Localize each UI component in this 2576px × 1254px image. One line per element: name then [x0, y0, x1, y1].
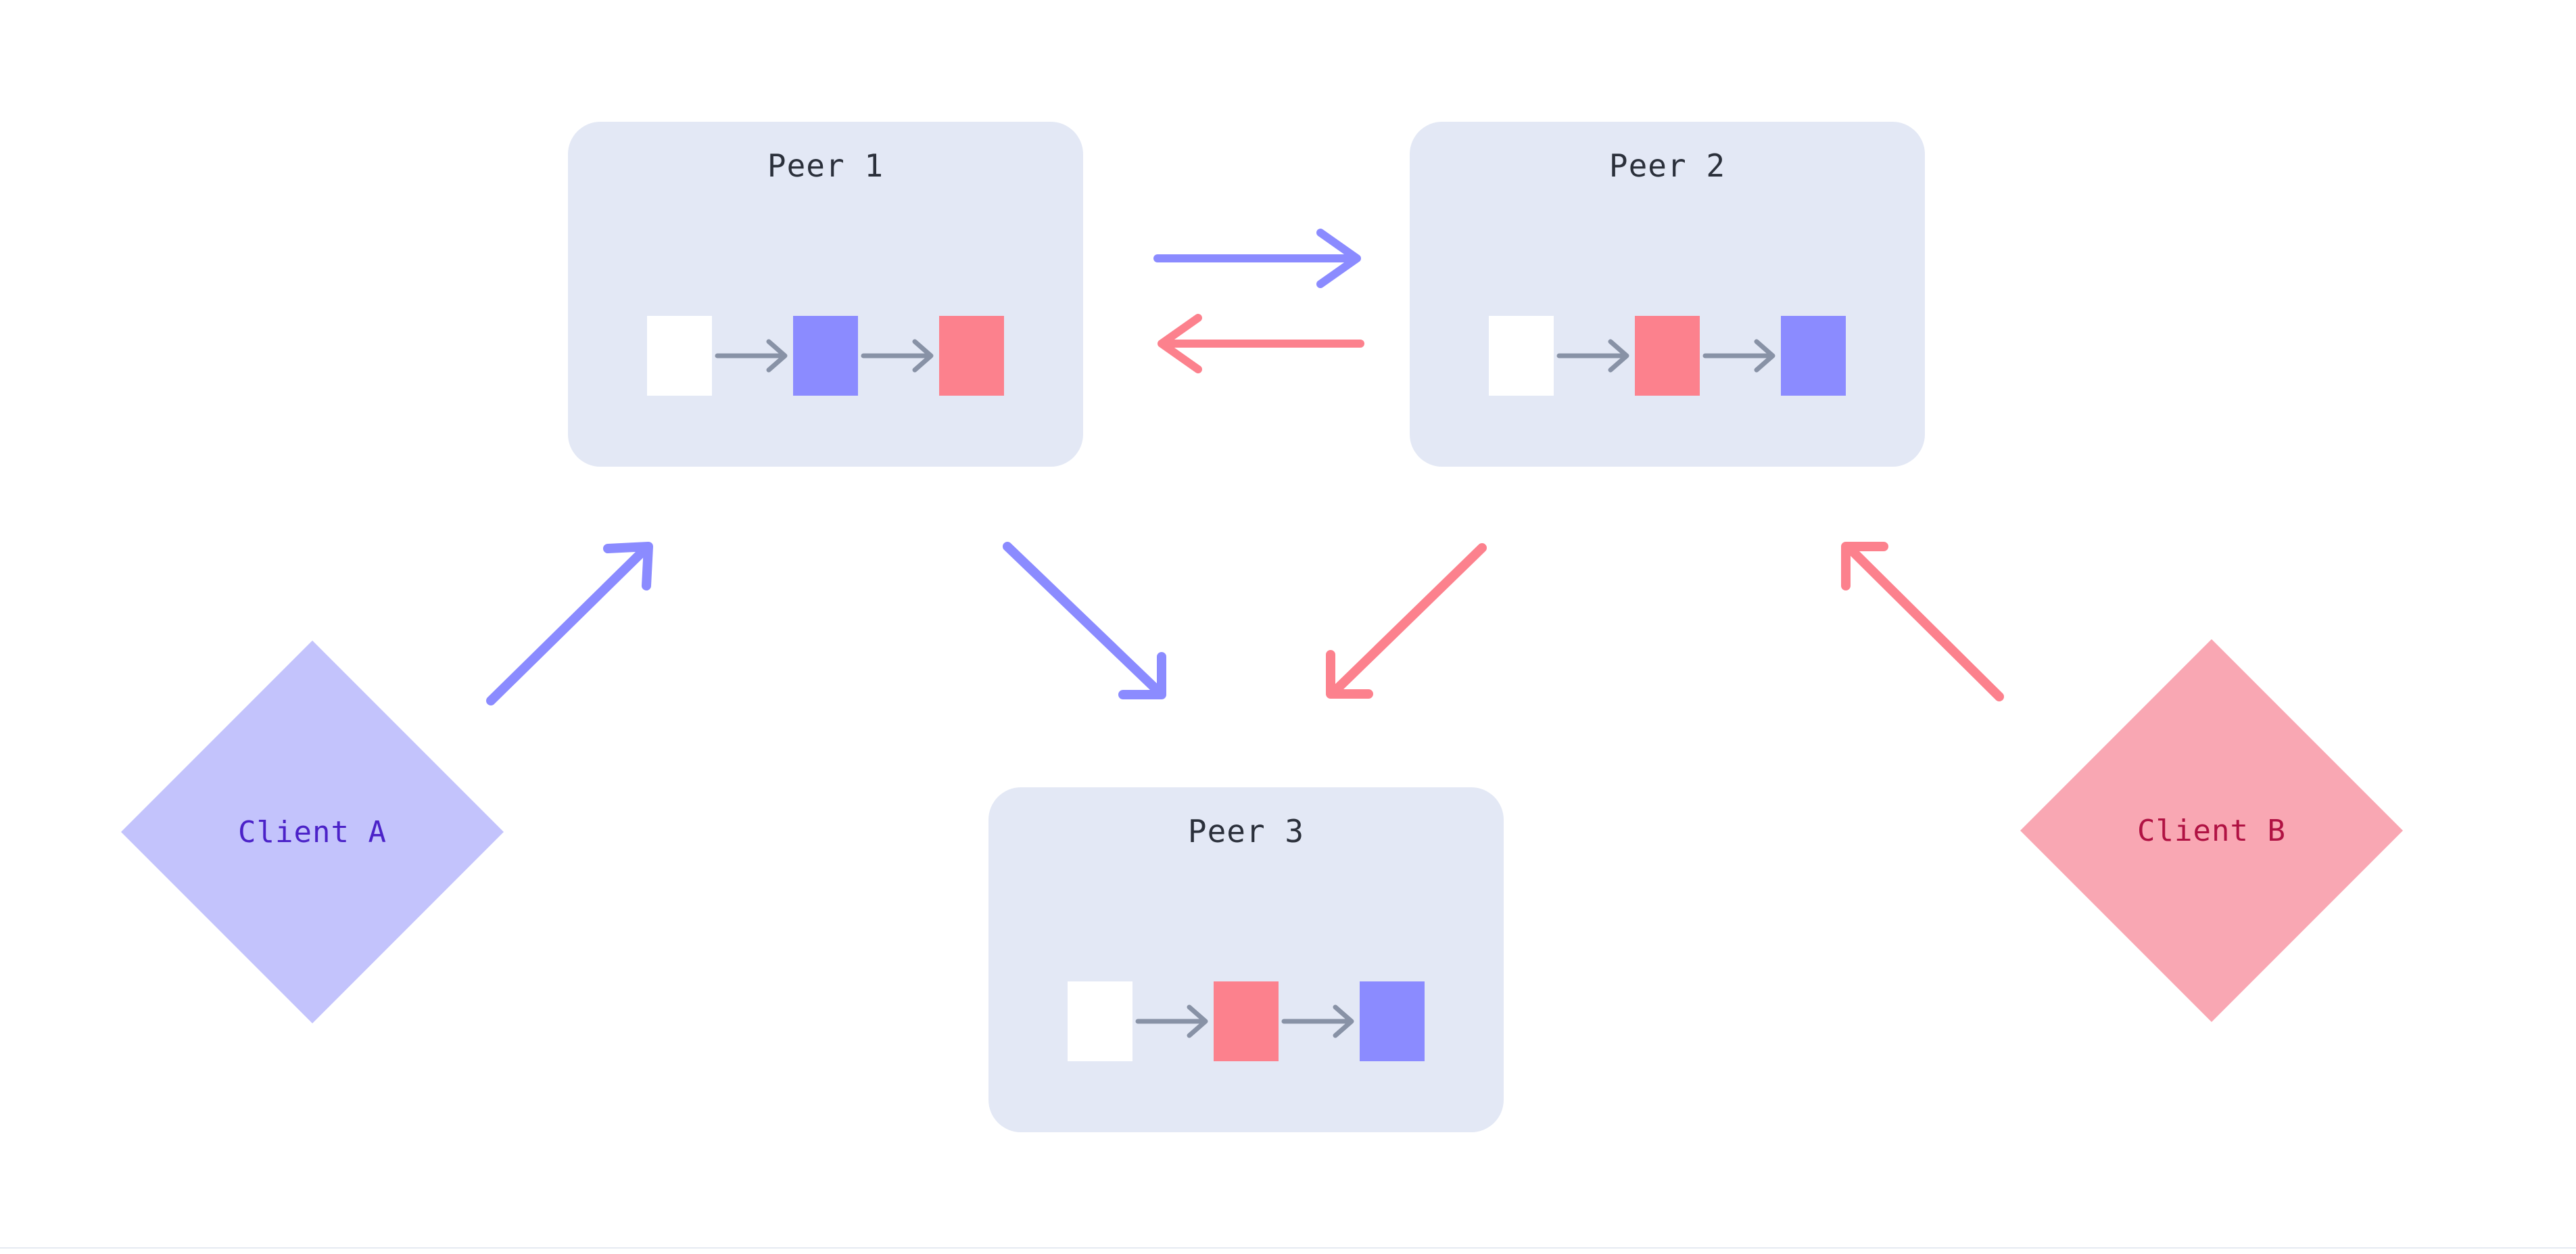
bottom-divider [0, 1247, 2576, 1249]
chain-arrow [1279, 981, 1360, 1061]
chain-block-red[interactable] [1635, 316, 1700, 396]
peer-title: Peer 2 [1608, 147, 1726, 184]
chain-block-genesis[interactable] [647, 316, 712, 396]
chain-arrow [858, 316, 939, 396]
chain-block-genesis[interactable] [1489, 316, 1554, 396]
edge-peer1-to-peer3 [1003, 542, 1166, 699]
client-label: Client A [238, 814, 387, 850]
chain-block-genesis[interactable] [1068, 981, 1132, 1061]
peer-node-3[interactable]: Peer 3 [988, 787, 1504, 1132]
edge-client-a-to-peer1 [486, 542, 653, 705]
peer-title: Peer 3 [1187, 813, 1305, 850]
edge-peer1-to-peer2 [1153, 229, 1361, 288]
chain-arrow [1700, 316, 1781, 396]
block-chain [1410, 316, 1925, 396]
chain-block-red[interactable] [939, 316, 1004, 396]
edge-peer2-to-peer3 [1326, 543, 1487, 699]
block-chain [988, 981, 1504, 1061]
client-node-b[interactable]: Client B [2020, 639, 2403, 1022]
client-label: Client B [2137, 813, 2286, 848]
chain-arrow [712, 316, 793, 396]
client-node-a[interactable]: Client A [121, 641, 504, 1023]
chain-block-purple[interactable] [1781, 316, 1846, 396]
chain-block-purple[interactable] [1360, 981, 1425, 1061]
peer-title: Peer 1 [767, 147, 884, 184]
edge-peer2-to-peer1 [1158, 314, 1364, 373]
chain-arrow [1554, 316, 1635, 396]
chain-arrow [1132, 981, 1214, 1061]
edge-client-b-to-peer2 [1841, 542, 2004, 701]
block-chain [568, 316, 1083, 396]
chain-block-red[interactable] [1214, 981, 1279, 1061]
peer-node-1[interactable]: Peer 1 [568, 122, 1083, 467]
peer-node-2[interactable]: Peer 2 [1410, 122, 1925, 467]
chain-block-purple[interactable] [793, 316, 858, 396]
